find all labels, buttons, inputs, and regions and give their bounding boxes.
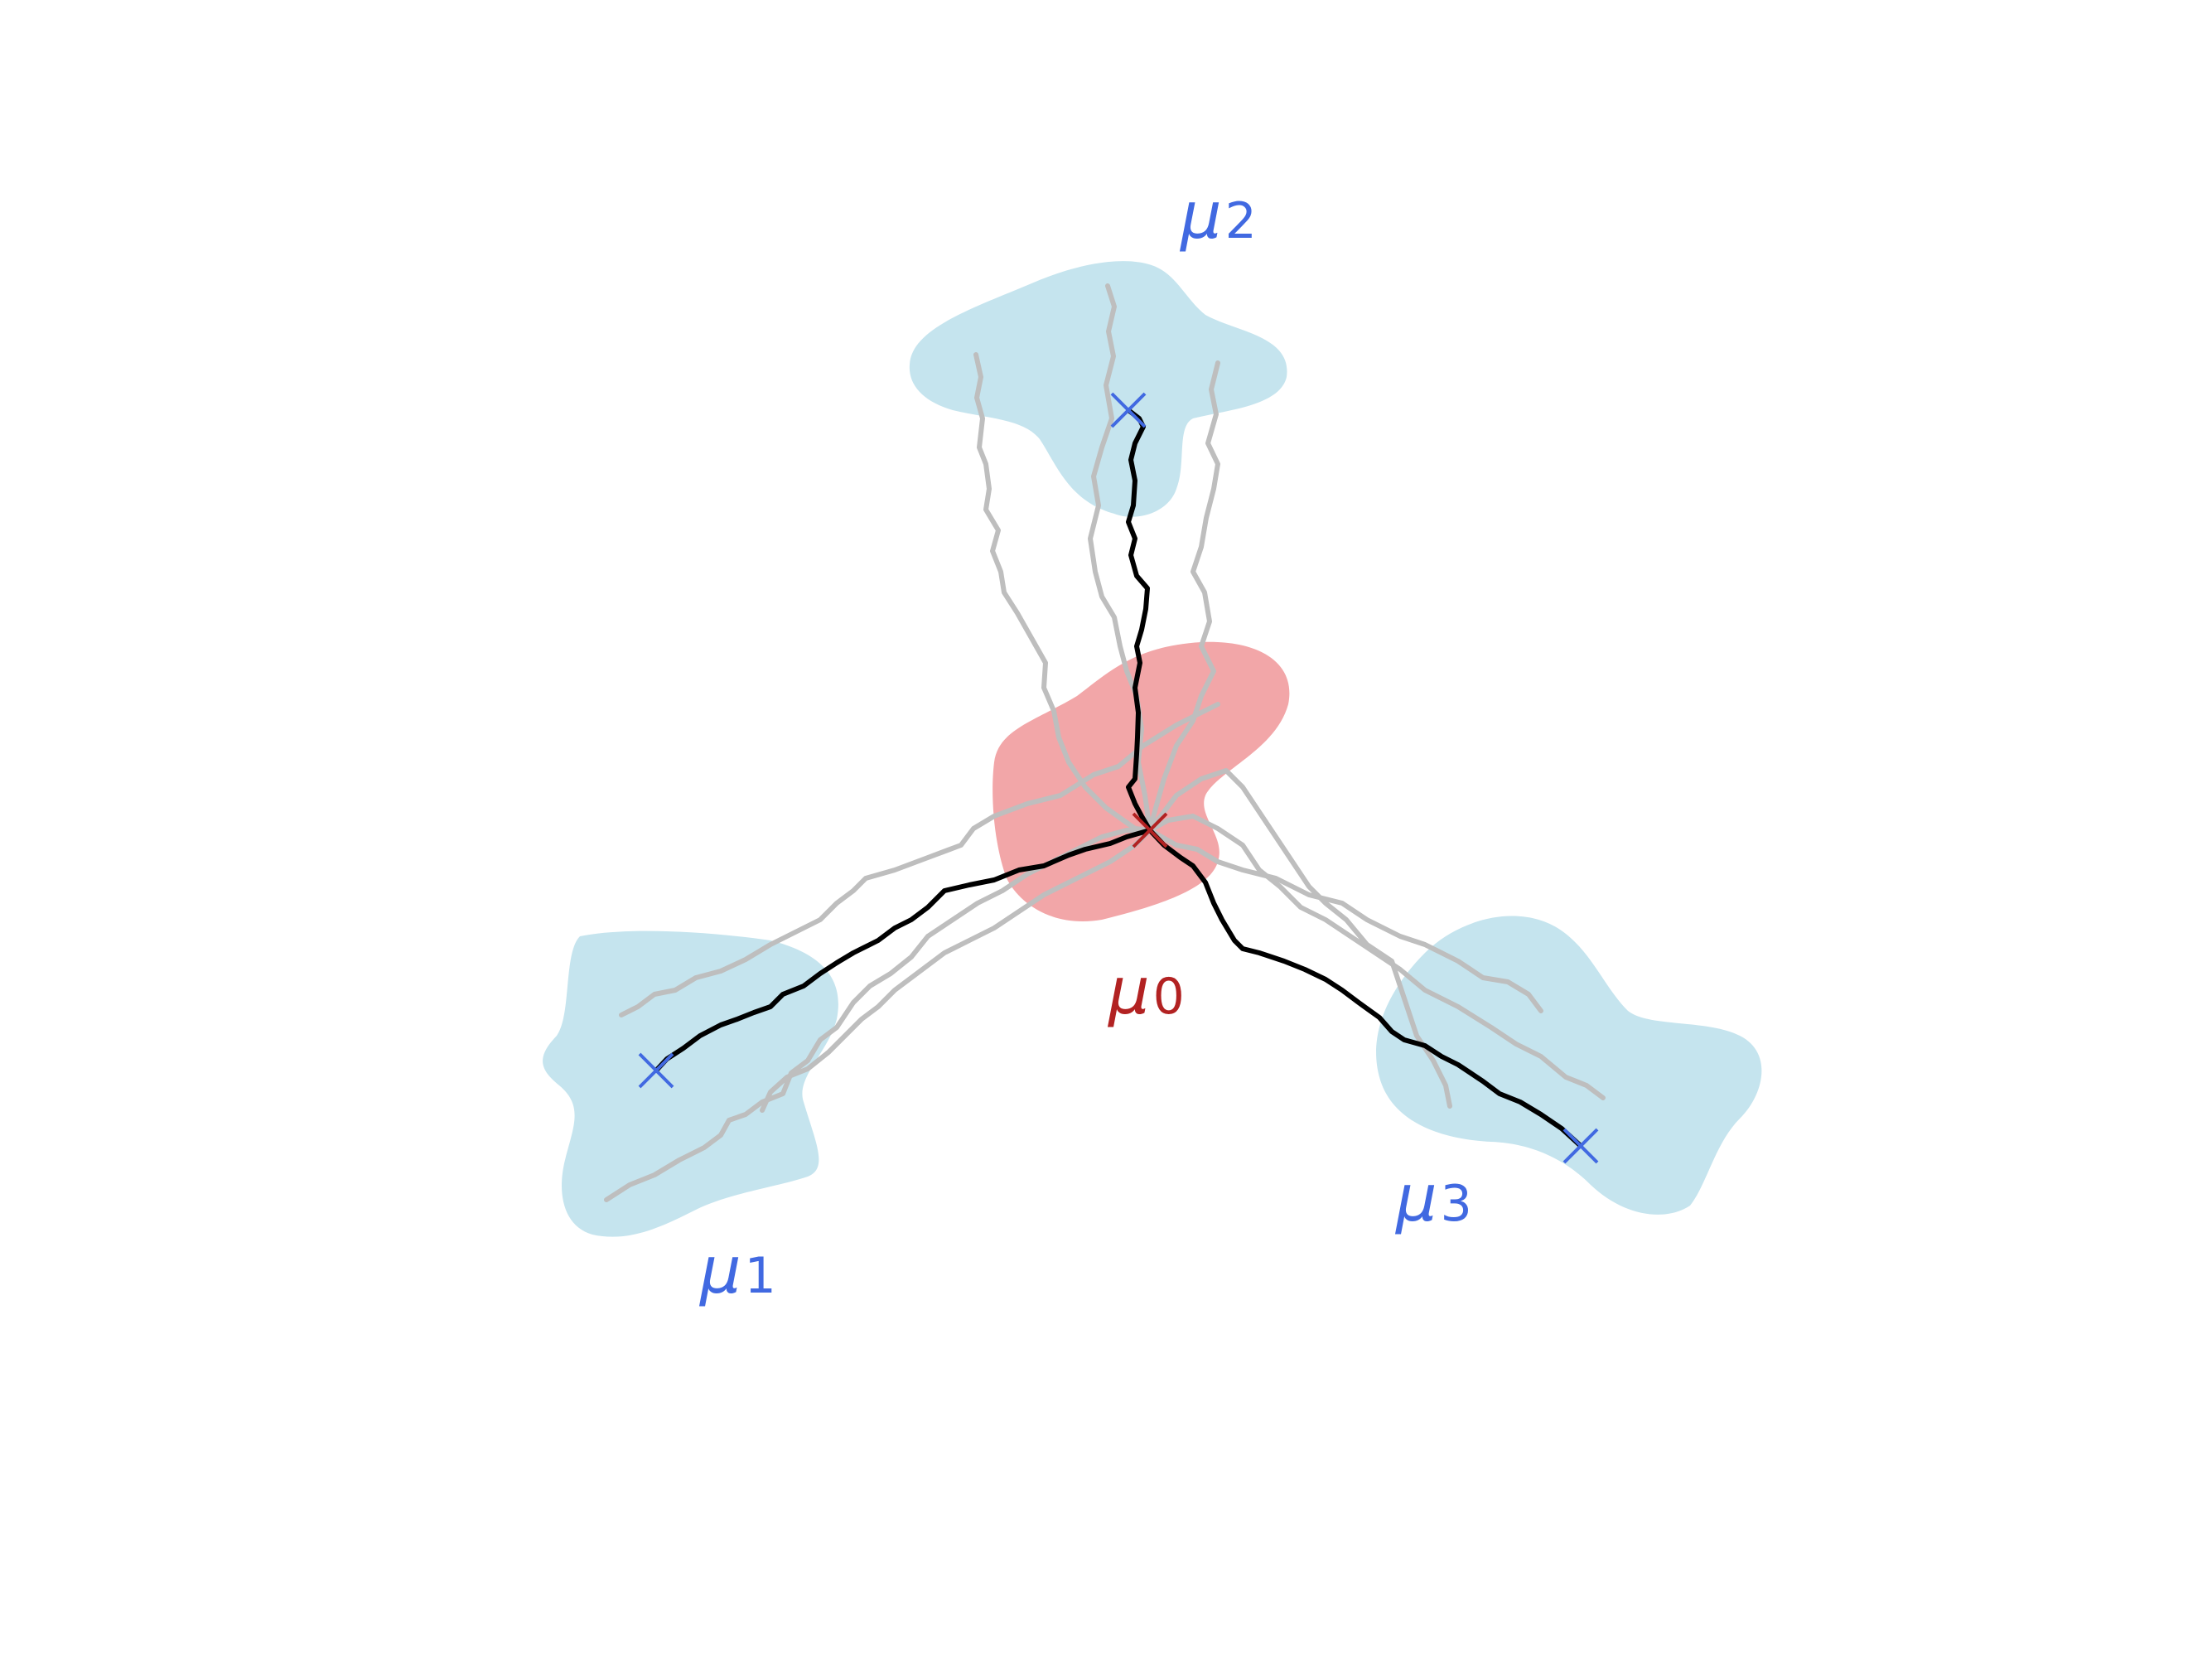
mu1-symbol: μ xyxy=(700,1234,741,1308)
sample-path xyxy=(1147,768,1452,1109)
sample-path xyxy=(1147,828,1543,1013)
mu2-label: μ2 xyxy=(1181,184,1257,249)
mu1-subscript: 1 xyxy=(744,1247,776,1305)
mu3-label: μ3 xyxy=(1396,1167,1472,1231)
highlight-path-mu3 xyxy=(1147,828,1583,1148)
mu3-region xyxy=(1376,916,1762,1215)
mu2-subscript: 2 xyxy=(1224,192,1257,250)
mu0-label: μ0 xyxy=(1108,959,1185,1024)
mu0-subscript: 0 xyxy=(1152,968,1185,1026)
mu2-region xyxy=(909,261,1287,517)
highlight-path-mu1 xyxy=(654,828,1152,1073)
sample-path xyxy=(1147,360,1220,833)
mu0-symbol: μ xyxy=(1108,955,1150,1029)
sample-path xyxy=(619,702,1220,1017)
mu0-mean-marker xyxy=(1132,812,1168,848)
mu1-region xyxy=(543,930,838,1237)
highlight-paths xyxy=(654,408,1583,1148)
sample-path xyxy=(1147,814,1606,1100)
mu1-label: μ1 xyxy=(700,1239,776,1303)
sample-paths xyxy=(604,283,1606,1202)
sample-path xyxy=(1088,283,1152,833)
mu3-symbol: μ xyxy=(1396,1162,1437,1236)
mu3-subscript: 3 xyxy=(1440,1175,1472,1233)
mu2-symbol: μ xyxy=(1181,179,1222,254)
mu2-mean-marker xyxy=(1110,392,1147,428)
mu1-mean-marker xyxy=(638,1052,674,1089)
sample-path xyxy=(760,828,1152,1113)
mu3-mean-marker xyxy=(1562,1128,1599,1164)
highlight-path-mu2 xyxy=(1126,408,1152,833)
sample-path xyxy=(973,352,1152,833)
